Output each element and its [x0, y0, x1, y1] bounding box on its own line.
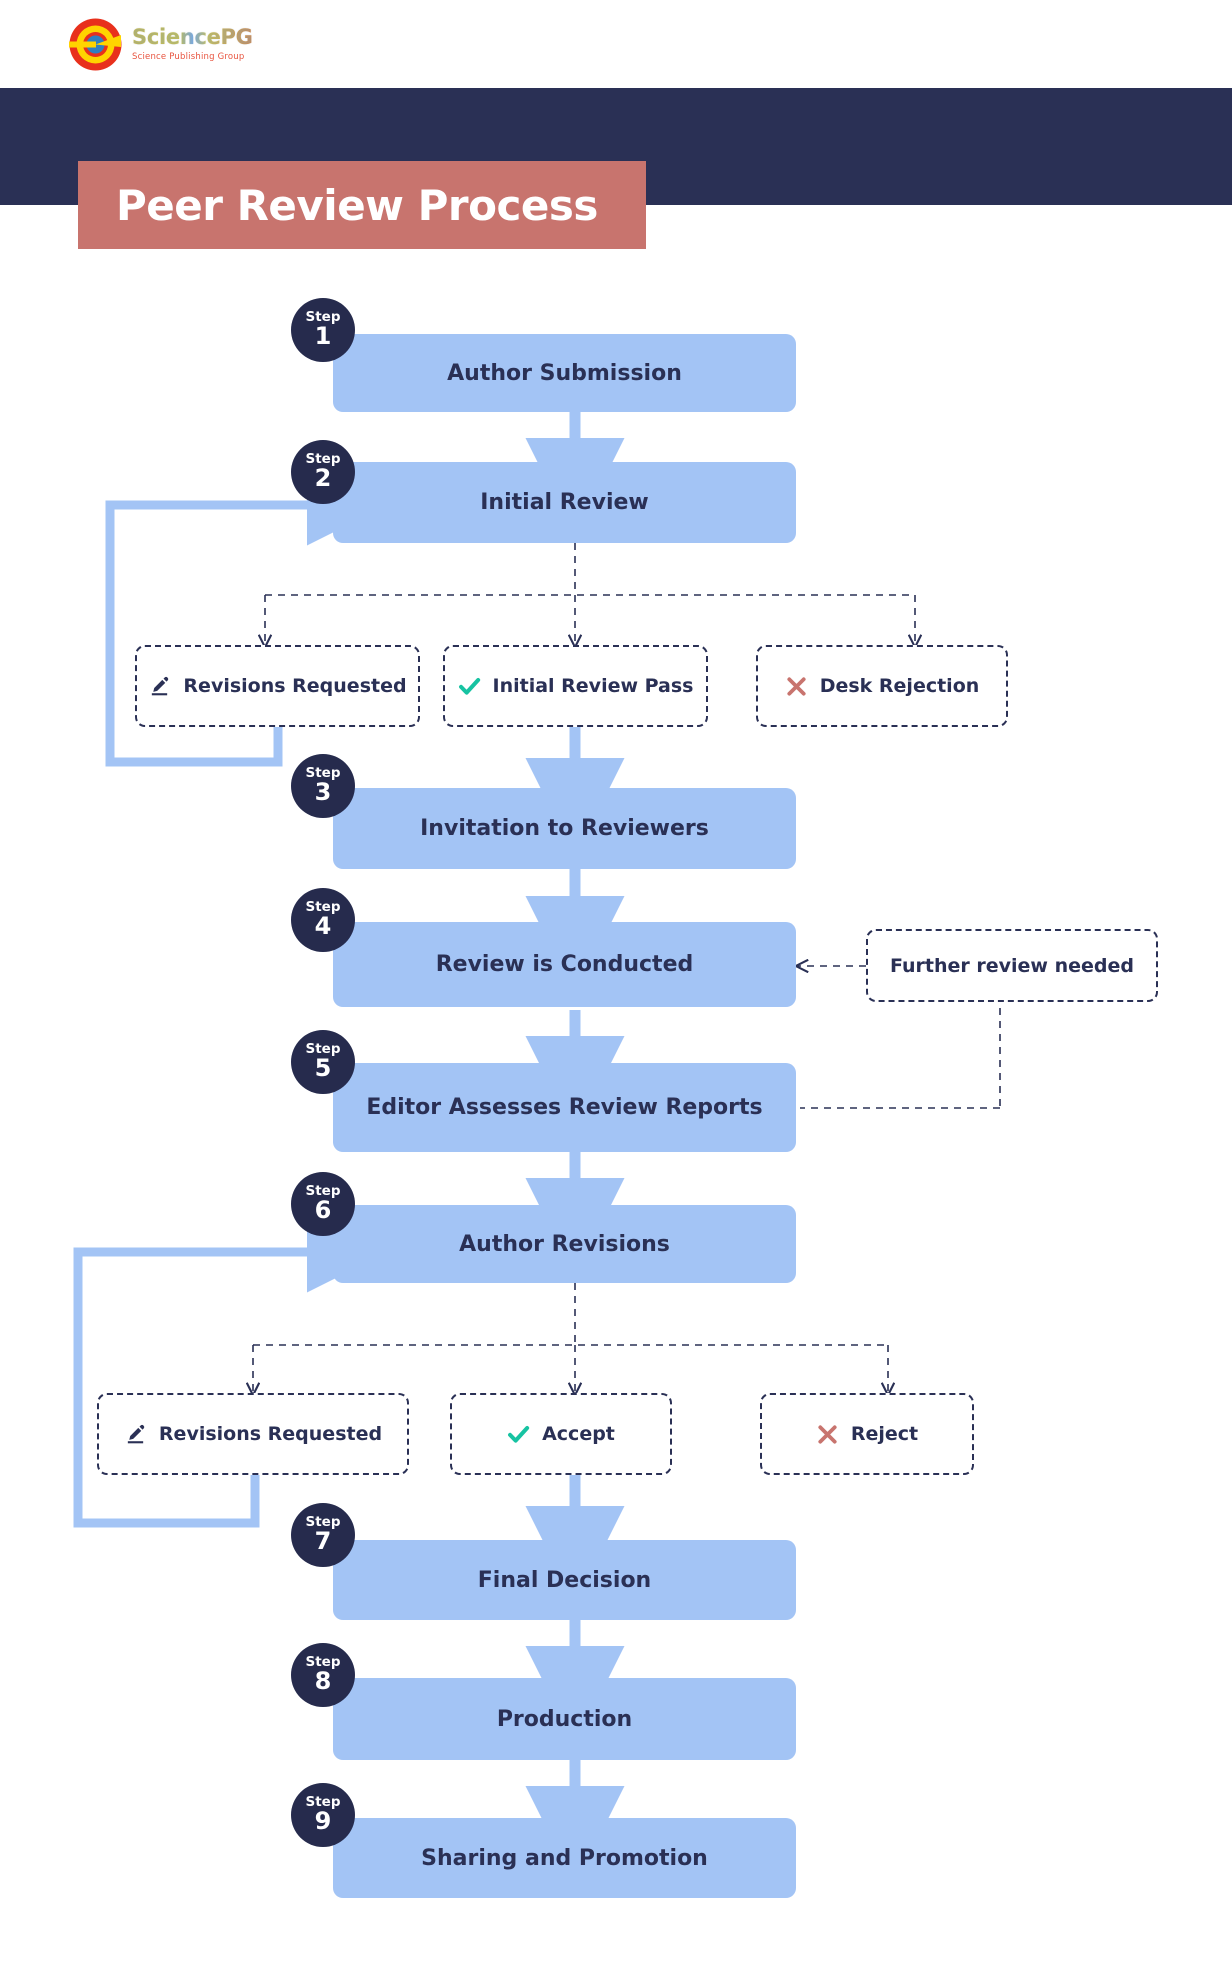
step-box-review-is-conducted[interactable]: Review is Conducted: [333, 922, 796, 1007]
decision-revisions-requested-final[interactable]: Revisions Requested: [97, 1393, 409, 1475]
x-icon: [818, 1424, 837, 1444]
step-badge-5: Step 5: [291, 1030, 355, 1094]
step-word: Step: [305, 1182, 341, 1199]
step-number: 2: [314, 464, 332, 493]
step-number: 6: [314, 1196, 332, 1225]
step-label: Author Submission: [447, 360, 682, 386]
brand-logo[interactable]: SciencePG Science Publishing Group: [68, 17, 253, 72]
step-box-initial-review[interactable]: Initial Review: [333, 462, 796, 543]
step-number: 3: [314, 778, 332, 807]
check-icon: [458, 677, 480, 695]
step-word: Step: [305, 764, 341, 781]
decision-revisions-requested-initial[interactable]: Revisions Requested: [135, 645, 420, 727]
step-label: Final Decision: [477, 1567, 652, 1593]
decision-desk-rejection[interactable]: Desk Rejection: [756, 645, 1008, 727]
sciencepg-circle-logo-icon: [68, 17, 123, 72]
step-label: Review is Conducted: [435, 952, 694, 977]
step-label: Sharing and Promotion: [421, 1845, 708, 1871]
page-title-banner: Peer Review Process: [78, 161, 646, 249]
decision-reject[interactable]: Reject: [760, 1393, 974, 1475]
step-label: Initial Review: [480, 490, 649, 515]
x-icon: [787, 676, 806, 696]
step-badge-7: Step 7: [291, 1503, 355, 1567]
note-further-review-needed[interactable]: Further review needed: [866, 929, 1158, 1002]
step-box-sharing-and-promotion[interactable]: Sharing and Promotion: [333, 1818, 796, 1898]
step-badge-3: Step 3: [291, 754, 355, 818]
step-number: 8: [314, 1667, 332, 1696]
step-label: Invitation to Reviewers: [420, 816, 709, 841]
decision-label: Revisions Requested: [183, 675, 407, 697]
step-badge-1: Step 1: [291, 298, 355, 362]
step-number: 1: [314, 322, 332, 351]
step-box-author-submission[interactable]: Author Submission: [333, 334, 796, 412]
step-number: 5: [314, 1054, 332, 1083]
step-label: Author Revisions: [459, 1231, 670, 1257]
decision-label: Reject: [850, 1423, 919, 1445]
step-word: Step: [305, 898, 341, 915]
step-badge-4: Step 4: [291, 888, 355, 952]
pencil-icon: [152, 676, 169, 695]
step-label: Production: [496, 1706, 633, 1732]
step-number: 4: [314, 912, 332, 941]
decision-initial-review-pass[interactable]: Initial Review Pass: [443, 645, 708, 727]
page-title: Peer Review Process: [116, 180, 598, 230]
step-label: Editor Assesses Review Reports: [366, 1095, 763, 1120]
check-icon: [508, 1425, 530, 1443]
brand-tagline: Science Publishing Group: [132, 52, 245, 63]
step-box-author-revisions[interactable]: Author Revisions: [333, 1205, 796, 1283]
note-label: Further review needed: [889, 954, 1134, 977]
step-number: 9: [314, 1807, 332, 1836]
step-word: Step: [305, 1653, 341, 1670]
step-badge-9: Step 9: [291, 1783, 355, 1847]
step-number: 7: [314, 1527, 332, 1556]
decision-label: Desk Rejection: [819, 675, 980, 697]
decision-label: Accept: [542, 1423, 615, 1445]
pencil-icon: [127, 1424, 145, 1443]
step-box-invitation-to-reviewers[interactable]: Invitation to Reviewers: [333, 788, 796, 869]
step-box-final-decision[interactable]: Final Decision: [333, 1540, 796, 1620]
step-word: Step: [305, 1040, 341, 1057]
step-badge-2: Step 2: [291, 440, 355, 504]
brand-name: SciencePG: [132, 25, 253, 50]
decision-label: Initial Review Pass: [492, 675, 694, 697]
step-badge-6: Step 6: [291, 1172, 355, 1236]
step-box-editor-assesses-review-reports[interactable]: Editor Assesses Review Reports: [333, 1063, 796, 1152]
step-word: Step: [305, 308, 341, 325]
step-badge-8: Step 8: [291, 1643, 355, 1707]
decision-accept[interactable]: Accept: [450, 1393, 672, 1475]
step-word: Step: [305, 450, 341, 467]
step-word: Step: [305, 1793, 341, 1810]
decision-label: Revisions Requested: [158, 1423, 383, 1445]
step-box-production[interactable]: Production: [333, 1678, 796, 1760]
logo-bar: SciencePG Science Publishing Group: [0, 0, 1232, 88]
